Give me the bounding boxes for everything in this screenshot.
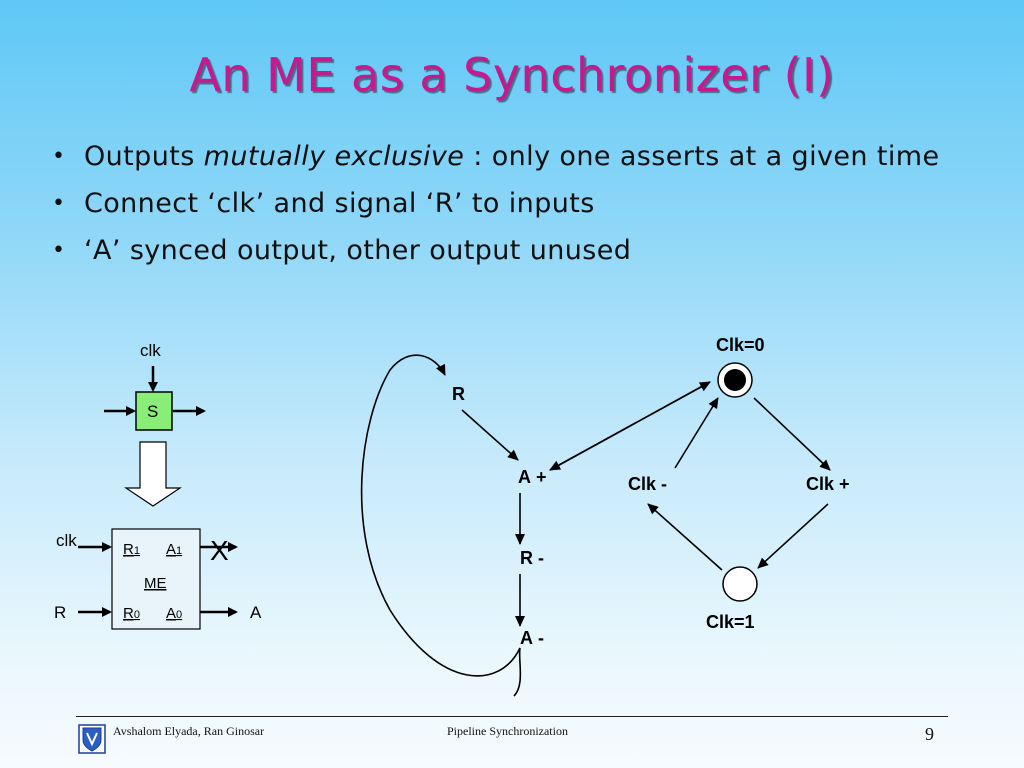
r-to-aplus-arrow: [461, 409, 519, 461]
r-input-label: R: [54, 603, 66, 622]
me-label: ME: [144, 575, 167, 592]
clkplus-to-clk1-arrow: [757, 503, 829, 569]
clk-label: clk: [140, 341, 161, 360]
down-arrow-icon: [124, 441, 182, 507]
bullet-text: Outputs: [84, 141, 204, 172]
footer-divider: [76, 716, 948, 717]
page-number: 9: [925, 724, 934, 744]
bullet-emphasis: mutually exclusive: [203, 141, 465, 172]
bullet-item: • ‘A’ synced output, other output unused: [48, 234, 978, 268]
s-block: [135, 391, 173, 431]
me-r0-label: R0: [123, 605, 140, 622]
stg-r-minus: R -: [520, 548, 544, 568]
bullet-list: • Outputs mutually exclusive : only one …: [48, 140, 978, 281]
stg-clk0: Clk=0: [716, 335, 765, 355]
stg-clk1: Clk=1: [706, 612, 755, 632]
a-output-label: A: [250, 603, 262, 622]
bullet-dot: •: [52, 144, 66, 169]
clkminus-to-clk0-arrow: [674, 397, 719, 469]
s-block-label: S: [147, 402, 158, 421]
stg-clk-plus: Clk+: [806, 474, 850, 494]
stg-a-plus: A+: [518, 467, 547, 487]
clk0-to-clkplus-arrow: [753, 397, 831, 471]
clk1-place: [722, 566, 758, 602]
bullet-item: • Connect ‘clk’ and signal ‘R’ to inputs: [48, 187, 978, 221]
bullet-text: Connect ‘clk’ and signal ‘R’ to inputs: [84, 188, 595, 219]
mutex-arc-b: [549, 381, 711, 471]
unused-output-mark: X: [210, 535, 229, 566]
footer-title: Pipeline Synchronization: [447, 724, 568, 738]
me-r1-label: R1: [123, 541, 140, 558]
me-a1-label: A1: [166, 541, 182, 558]
bullet-item: • Outputs mutually exclusive : only one …: [48, 140, 978, 174]
slide-title: An ME as a Synchronizer (I): [189, 48, 835, 102]
university-shield-logo-icon: [78, 724, 106, 754]
clk0-token: [724, 369, 746, 391]
clk1-to-clkminus-arrow: [647, 503, 723, 571]
bullet-dot: •: [52, 191, 66, 216]
stg-diagram: R A+ R - A- Clk=0 Clk - Clk+ Clk=1: [360, 335, 850, 697]
stg-r: R: [452, 384, 465, 404]
loop-arc: [360, 354, 522, 697]
stg-a-minus: A-: [520, 628, 544, 648]
me-block: [111, 528, 201, 630]
bullet-text-rest: : only one asserts at a given time: [464, 141, 940, 172]
stg-clk-minus: Clk -: [628, 474, 667, 494]
footer-authors: Avshalom Elyada, Ran Ginosar: [113, 724, 265, 738]
me-a0-label: A0: [166, 605, 182, 622]
bullet-text: ‘A’ synced output, other output unused: [84, 235, 632, 266]
bullet-dot: •: [52, 238, 66, 263]
synchronizer-diagram: clk S clk R1 A1 ME R0 A0 X R A: [54, 341, 262, 630]
clk-input-label: clk: [56, 531, 77, 550]
